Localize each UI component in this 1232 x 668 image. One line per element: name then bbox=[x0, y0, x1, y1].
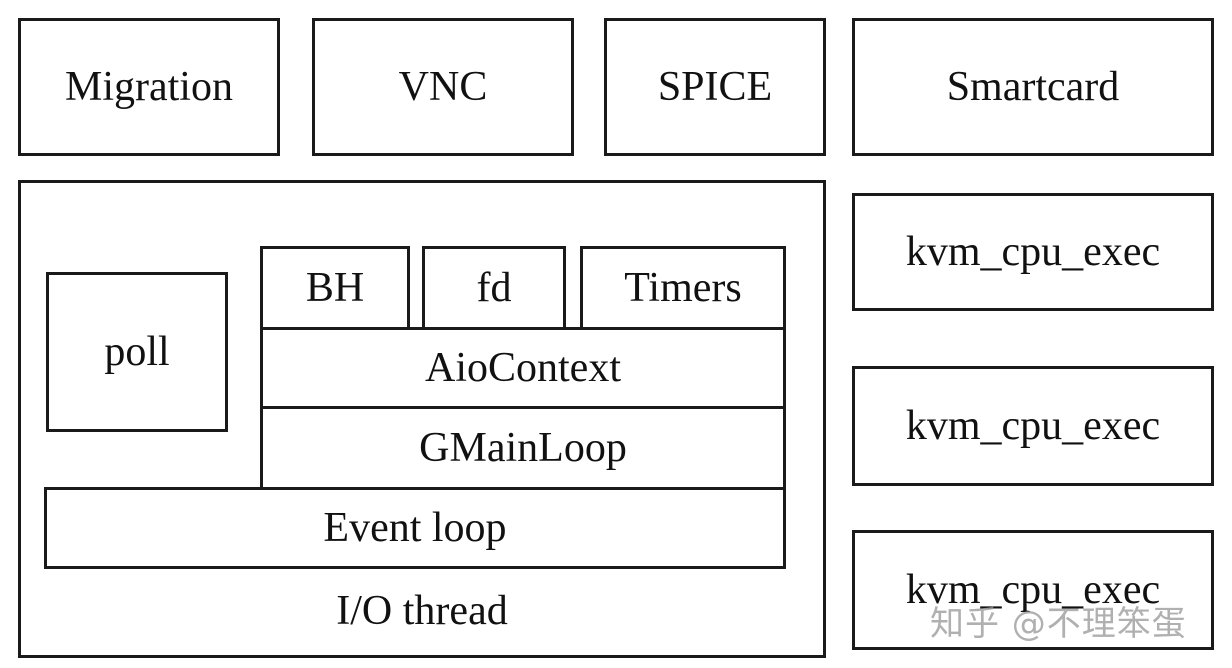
vcpu-label-2: kvm_cpu_exec bbox=[905, 403, 1161, 449]
vcpu-label-3: kvm_cpu_exec bbox=[905, 567, 1161, 613]
poll-box: poll bbox=[46, 272, 228, 432]
migration-label: Migration bbox=[65, 64, 233, 110]
aio-context-label: AioContext bbox=[425, 345, 621, 391]
fd-box: fd bbox=[422, 246, 566, 330]
vcpu-box-2: kvm_cpu_exec bbox=[852, 366, 1214, 486]
event-loop-label: Event loop bbox=[323, 505, 507, 551]
spice-label: SPICE bbox=[657, 64, 773, 110]
vcpu-label-1: kvm_cpu_exec bbox=[905, 229, 1161, 275]
bh-label: BH bbox=[305, 265, 365, 311]
fd-label: fd bbox=[476, 265, 512, 311]
vcpu-box-3: kvm_cpu_exec bbox=[852, 530, 1214, 650]
timers-label: Timers bbox=[624, 265, 742, 311]
gmain-loop-label: GMainLoop bbox=[419, 425, 627, 471]
gmain-loop-box: GMainLoop bbox=[260, 406, 786, 490]
smartcard-label: Smartcard bbox=[946, 64, 1120, 110]
poll-label: poll bbox=[104, 329, 170, 375]
spice-box: SPICE bbox=[604, 18, 826, 156]
timers-box: Timers bbox=[580, 246, 786, 330]
watermark: 知乎 @不理笨蛋 bbox=[930, 604, 1187, 644]
bh-box: BH bbox=[260, 246, 410, 330]
vnc-label: VNC bbox=[398, 64, 488, 110]
migration-box: Migration bbox=[18, 18, 280, 156]
smartcard-box: Smartcard bbox=[852, 18, 1214, 156]
event-loop-box: Event loop bbox=[44, 487, 786, 569]
aio-context-box: AioContext bbox=[260, 327, 786, 409]
io-thread-label: I/O thread bbox=[336, 588, 508, 634]
vcpu-box-1: kvm_cpu_exec bbox=[852, 193, 1214, 311]
vnc-box: VNC bbox=[312, 18, 574, 156]
